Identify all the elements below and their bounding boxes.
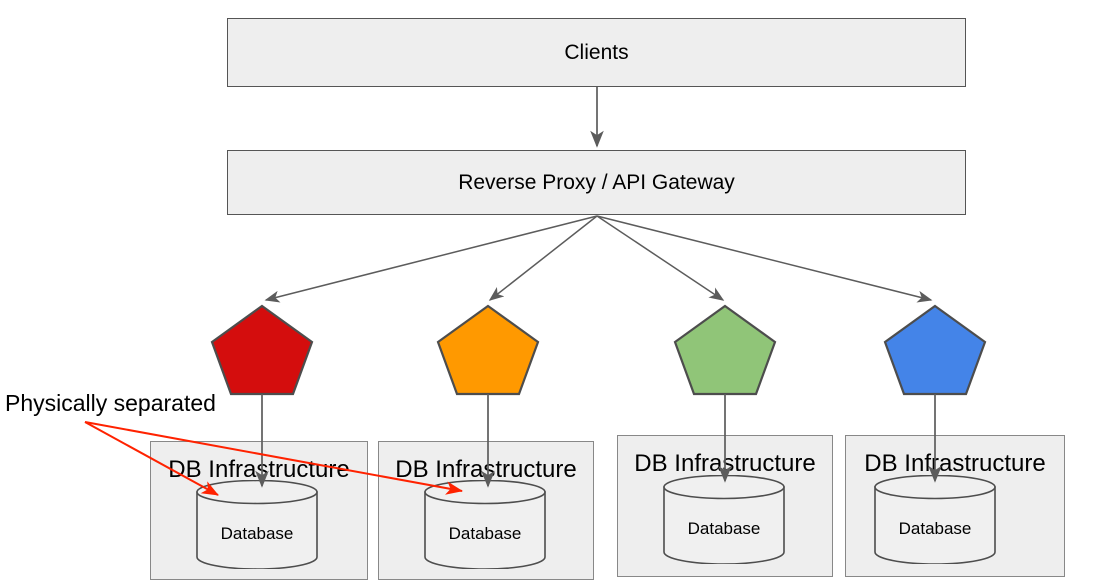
pentagon-shape-blue: [883, 304, 987, 396]
service-pentagon-green: [673, 304, 777, 396]
connector-gateway-to-service-orange: [488, 215, 598, 301]
pentagon-shape-orange: [436, 304, 540, 396]
clients-label: Clients: [564, 41, 629, 64]
db-infrastructure-label-3: DB Infrastructure: [634, 450, 816, 477]
service-pentagon-orange: [436, 304, 540, 396]
pentagon-shape-green: [673, 304, 777, 396]
database-cylinder-4: Database: [874, 474, 996, 565]
service-pentagon-red: [210, 304, 314, 396]
database-label-2: Database: [448, 524, 522, 543]
database-label-4: Database: [898, 519, 972, 538]
pentagon-shape-red: [210, 304, 314, 396]
database-cylinder-2: Database: [424, 479, 546, 570]
database-label-1: Database: [220, 524, 294, 543]
database-label-3: Database: [687, 519, 761, 538]
database-cylinder-3: Database: [663, 474, 785, 565]
gateway-label: Reverse Proxy / API Gateway: [458, 171, 735, 194]
cylinder-shape-2: [424, 479, 546, 570]
connector-gateway-to-service-blue: [596, 215, 933, 303]
connector-gateway-to-service-green: [596, 215, 725, 301]
cylinder-shape-4: [874, 474, 996, 565]
db-infrastructure-label-4: DB Infrastructure: [864, 450, 1046, 477]
clients-box: Clients: [227, 18, 966, 87]
database-cylinder-1: Database: [196, 479, 318, 570]
gateway-box: Reverse Proxy / API Gateway: [227, 150, 966, 215]
annotation-physically-separated: Physically separated: [5, 390, 216, 416]
service-pentagon-blue: [883, 304, 987, 396]
connector-gateway-to-service-red: [264, 215, 598, 303]
cylinder-shape-3: [663, 474, 785, 565]
